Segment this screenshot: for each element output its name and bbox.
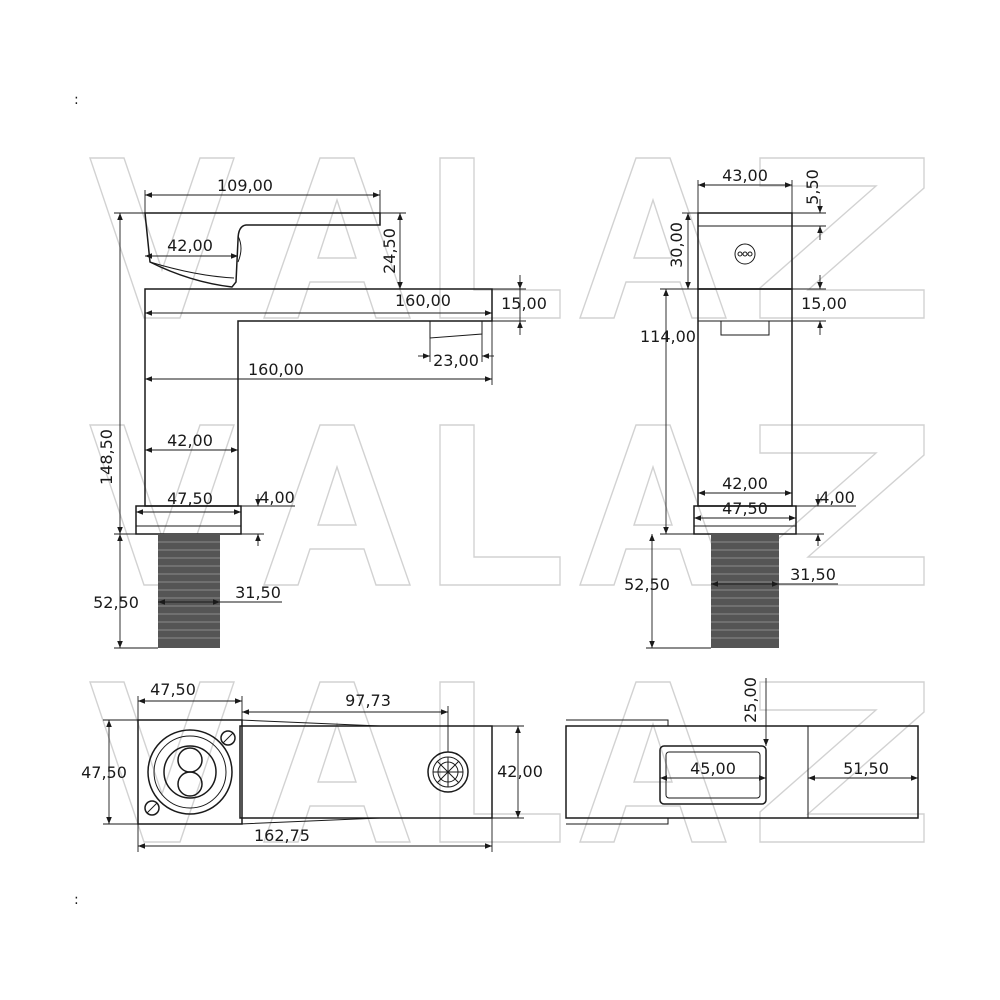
lever-detail xyxy=(149,235,242,279)
bottom-slot-outer xyxy=(659,745,767,805)
dim-slot-height: 25,00 xyxy=(741,677,760,723)
dim-spout-length-bottom: 160,00 xyxy=(248,360,304,379)
dim-total-height: 148,50 xyxy=(97,429,116,485)
dim-slot-width: 45,00 xyxy=(690,759,736,778)
screw-bottom-left xyxy=(144,800,160,816)
dim-shank-diameter: 31,50 xyxy=(235,583,281,602)
dim-top-base-depth: 47,50 xyxy=(81,763,127,782)
shank-threads xyxy=(158,541,220,639)
temp-dot-center xyxy=(742,251,748,257)
top-aerator-mesh xyxy=(433,757,463,787)
dim-base-width: 47,50 xyxy=(167,489,213,508)
temperature-indicator xyxy=(734,243,756,265)
aerator xyxy=(429,321,483,339)
side-shank-threads xyxy=(711,541,779,639)
side-threaded-shank xyxy=(711,534,779,648)
watermark-row-2 xyxy=(89,424,925,586)
dim-lever-inner: 42,00 xyxy=(167,236,213,255)
dim-side-body-width: 42,00 xyxy=(722,474,768,493)
dim-end-length: 51,50 xyxy=(843,759,889,778)
cartridge-port-bottom xyxy=(177,771,203,797)
dim-aerator-offset: 97,73 xyxy=(345,691,391,710)
bottom-slot-inner xyxy=(665,751,761,799)
side-aerator xyxy=(720,320,770,336)
front-view: 109,00 42,00 24,50 160,00 15,00 23,00 16… xyxy=(93,176,547,649)
corner-mark-top: : xyxy=(74,92,79,108)
cartridge-port-top xyxy=(177,747,203,773)
dim-spout-thickness: 15,00 xyxy=(501,294,547,313)
dim-top-base-width: 47,50 xyxy=(150,680,196,699)
dim-head-height: 30,00 xyxy=(667,222,686,268)
cartridge-ring xyxy=(147,729,233,815)
side-dim-lines xyxy=(646,180,856,649)
bottom-head-block xyxy=(566,719,669,825)
top-spout-outline xyxy=(239,725,493,819)
dim-spout-length-top: 160,00 xyxy=(395,291,451,310)
corner-mark-bottom: : xyxy=(74,892,79,908)
front-dim-lines xyxy=(114,190,526,649)
temp-dot-left xyxy=(737,251,743,257)
dim-side-base-width: 47,50 xyxy=(722,499,768,518)
dim-head-width: 43,00 xyxy=(722,166,768,185)
bottom-outline xyxy=(565,725,919,819)
dim-lever-length: 109,00 xyxy=(217,176,273,195)
screw-slot-bottom-left xyxy=(146,802,158,814)
top-spout-taper xyxy=(239,719,381,825)
cartridge-body xyxy=(163,745,217,799)
threaded-shank xyxy=(158,534,220,648)
dim-head-top: 5,50 xyxy=(803,169,822,205)
dim-lever-height: 24,50 xyxy=(380,228,399,274)
dim-side-shank-length: 52,50 xyxy=(624,575,670,594)
dim-top-spout-width: 42,00 xyxy=(497,762,543,781)
screw-slot-top-right xyxy=(222,732,234,744)
bottom-dim-lines xyxy=(660,678,918,781)
temp-dot-right xyxy=(747,251,753,257)
top-dim-lines xyxy=(103,696,524,852)
watermark xyxy=(89,157,925,843)
screw-top-right xyxy=(220,730,236,746)
base-plate xyxy=(135,505,242,535)
dim-shank-length: 52,50 xyxy=(93,593,139,612)
dim-side-base-thickness: 4,00 xyxy=(819,488,855,507)
watermark-row-1 xyxy=(89,157,925,319)
dim-body-width: 42,00 xyxy=(167,431,213,450)
top-base-square xyxy=(137,719,243,825)
dim-aerator-width: 23,00 xyxy=(433,351,479,370)
dim-side-spout-thickness: 15,00 xyxy=(801,294,847,313)
watermark-row-3 xyxy=(89,681,925,843)
top-view: 47,50 97,73 47,50 42,00 162,75 xyxy=(81,680,543,852)
cartridge-ring-inner xyxy=(153,735,227,809)
dim-base-thickness: 4,00 xyxy=(259,488,295,507)
dim-side-shank-diameter: 31,50 xyxy=(790,565,836,584)
side-view: 43,00 5,50 30,00 15,00 114,00 42,00 47,5… xyxy=(624,166,856,649)
lever-handle xyxy=(144,212,381,288)
dim-body-height: 114,00 xyxy=(640,327,696,346)
dim-total-length: 162,75 xyxy=(254,826,310,845)
bottom-view: 25,00 45,00 51,50 xyxy=(565,677,919,825)
